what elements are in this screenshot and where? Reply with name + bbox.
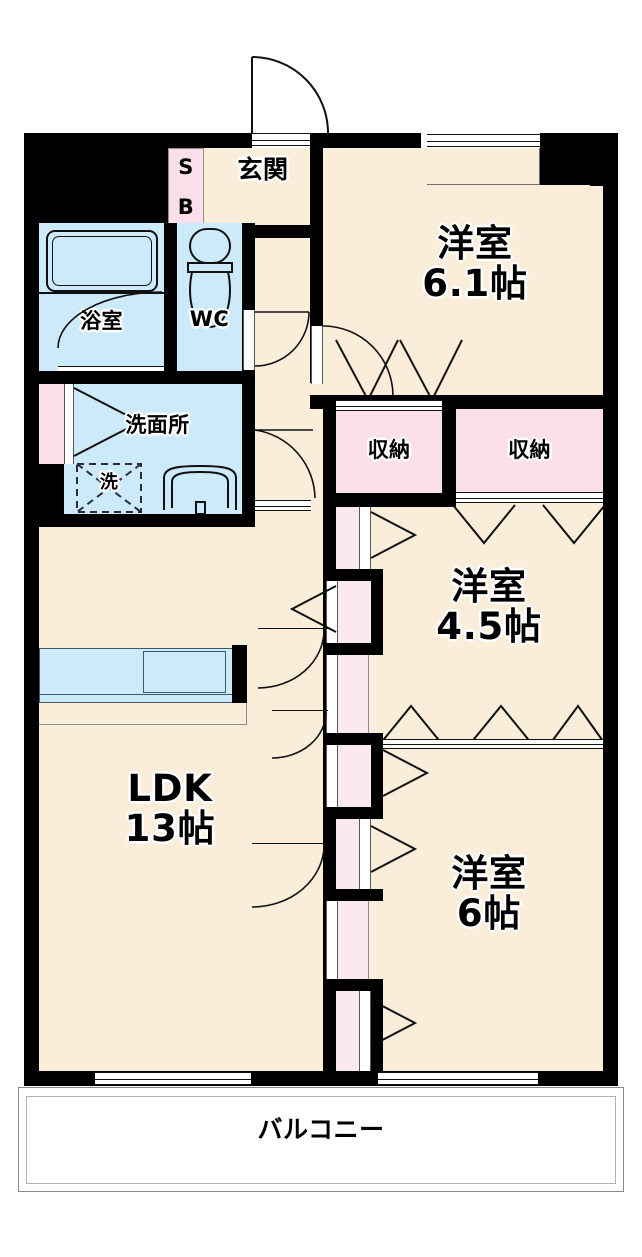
strip-wall-4-right — [371, 733, 383, 819]
strip-closet-2-mark — [289, 585, 337, 633]
closet-b-door — [456, 492, 603, 503]
washroom-entry-door-panel — [243, 310, 255, 370]
wall-closet-a-right — [442, 395, 456, 507]
strip-closet-6-edge — [368, 901, 371, 979]
strip-closet-3-slot — [326, 655, 338, 733]
toilet-fill — [177, 223, 242, 371]
washroom-fill — [39, 384, 255, 514]
strip-closet-1-slot — [359, 507, 371, 569]
strip-wall-7-right — [371, 979, 383, 1071]
washroom-entry-door-swing — [254, 311, 310, 367]
bedroom-mid-lower-mark-1 — [379, 704, 443, 745]
wall-bath-wc-vertical — [164, 223, 177, 371]
bedroom-bottom-window — [378, 1072, 538, 1085]
washroom-side-closet — [39, 384, 64, 464]
bedroom-mid-closet-mark-left — [452, 504, 516, 545]
bedroom-mid-fill — [371, 507, 603, 745]
closet-a-door-mark-upper — [335, 339, 399, 403]
ldk-door-head-1 — [258, 628, 328, 631]
strip-wall-4-bottom — [323, 807, 383, 819]
bathtub — [46, 230, 158, 292]
bedroom-mid-lower-mark-3 — [549, 704, 606, 745]
closet-b-fill — [456, 409, 603, 493]
ldk-door-head-2 — [272, 710, 328, 713]
strip-wall-1 — [323, 569, 383, 581]
strip-closet-6 — [336, 901, 371, 979]
strip-closet-1-mark — [370, 511, 418, 559]
bathroom-divider — [39, 292, 164, 294]
washroom-folding-door-mark — [73, 387, 143, 457]
entrance-door-threshold — [252, 133, 322, 146]
strip-closet-3 — [336, 655, 371, 733]
corridor-door-swing — [254, 429, 316, 499]
wall-entrance-right — [310, 133, 323, 383]
ldk-fill — [39, 527, 311, 1071]
ldk-window — [95, 1072, 251, 1085]
kitchen-counter-edge — [39, 694, 247, 703]
kitchen-sink — [143, 651, 226, 693]
strip-closet-7-slot — [359, 991, 371, 1071]
strip-wall-5 — [323, 889, 383, 901]
balcony-area — [18, 1087, 624, 1192]
entrance-door-swing — [251, 56, 329, 134]
strip-wall-6 — [323, 979, 383, 991]
vanity-sink — [163, 464, 237, 515]
kitchen-wall-stub — [232, 645, 247, 703]
closet-b-door-mark-upper — [399, 339, 463, 403]
kitchen-floor-line — [39, 703, 247, 725]
wall-closets-left — [323, 395, 336, 507]
ldk-door-swing-1 — [257, 629, 325, 689]
wall-bedroom-top-right-notch — [590, 148, 618, 186]
corridor-threshold — [255, 500, 311, 511]
strip-closet-4-mark — [382, 749, 430, 797]
closet-a-fill — [336, 409, 442, 493]
exterior-wall-right — [603, 133, 618, 1086]
exterior-wall-top-mid — [322, 133, 421, 148]
bedroom-top-door-swing — [322, 325, 394, 397]
strip-wall-3 — [323, 733, 383, 745]
bedroom-mid-closet-mark-right — [542, 504, 606, 545]
wall-washroom-right — [242, 384, 255, 514]
balcony-inner-line — [26, 1096, 616, 1184]
ldk-door-head-3 — [252, 843, 326, 846]
toilet-fixture — [187, 228, 233, 329]
washroom-closet-slot — [64, 384, 74, 464]
closet-a-door — [336, 400, 442, 411]
strip-wall-2-bottom — [323, 643, 383, 655]
strip-wall-2-right — [371, 569, 383, 655]
washer-space — [76, 463, 142, 513]
strip-closet-4-slot — [326, 745, 338, 807]
bedroom-top-door-panel — [311, 326, 323, 384]
wall-closet-a-bottom — [323, 493, 456, 507]
strip-closet-6-slot — [326, 901, 338, 979]
ldk-door-swing-3 — [251, 844, 325, 908]
structural-block-top-left — [24, 133, 168, 223]
wall-washroom-bottom — [24, 514, 255, 527]
ldk-door-swing-2 — [271, 711, 327, 759]
strip-closet-5-mark — [370, 825, 418, 873]
strip-closet-4 — [336, 745, 371, 807]
strip-closet-7-mark — [370, 999, 418, 1047]
strip-closet-3-edge — [368, 655, 371, 733]
strip-closet-5-slot — [359, 819, 371, 889]
bathroom-door-swing — [57, 291, 163, 349]
bedroom-bottom-fill — [371, 749, 603, 1071]
wall-bath-bottom — [24, 371, 255, 384]
strip-closet-2 — [336, 581, 371, 643]
bedroom-mid-lower-mark-2 — [469, 704, 533, 745]
bedroom-top-notch-fill — [427, 148, 540, 185]
bedroom-top-window — [427, 134, 540, 147]
bedroom-mid-lower-partition — [371, 739, 603, 749]
bathtub-inner — [52, 236, 152, 286]
wall-washroom-bottomleft-block — [24, 464, 64, 527]
exterior-wall-left — [24, 133, 39, 1086]
bedroom-top-notch-line — [427, 148, 540, 185]
